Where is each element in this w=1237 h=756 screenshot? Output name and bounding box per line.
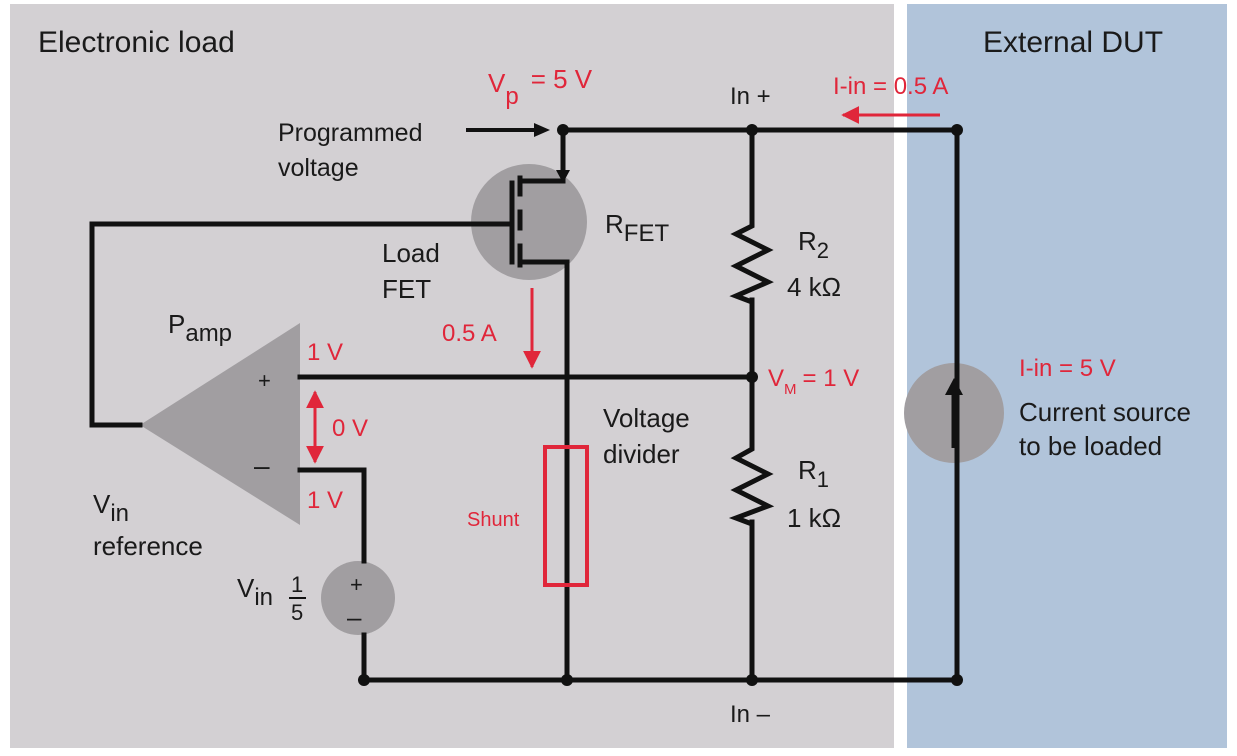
shunt-resistor: [543, 445, 589, 587]
r1-value: 1 kΩ: [787, 503, 841, 533]
in-minus-label: In –: [730, 701, 771, 728]
fet-current-label: 0.5 A: [442, 320, 497, 347]
amp-plus-sign: +: [258, 368, 271, 393]
r1-label: R1: [798, 455, 829, 492]
resistor-r2: [729, 217, 774, 309]
in-plus-label: In +: [730, 83, 771, 110]
wires: [89, 127, 960, 683]
shunt-label: Shunt: [467, 509, 520, 531]
external-dut-title: External DUT: [983, 26, 1163, 59]
minus-input-voltage: 1 V: [307, 487, 343, 514]
vm-label: VM= 1 V: [768, 365, 859, 398]
electronic-load-title: Electronic load: [38, 26, 235, 59]
fraction-numerator: 1: [291, 572, 303, 597]
r2-label: R2: [798, 226, 829, 263]
amplifier-triangle: [140, 323, 300, 525]
source-minus-sign: –: [347, 602, 362, 632]
pamp-label: Pamp: [168, 309, 232, 347]
rfet-label: RFET: [605, 209, 669, 247]
amp-minus-sign: –: [254, 450, 270, 481]
vin-source-label: Vin: [237, 573, 273, 611]
fraction-denominator: 5: [291, 600, 303, 625]
vp-label: Vp= 5 V: [488, 64, 593, 110]
resistor-r1: [728, 440, 775, 531]
fet-drain-arrow: [556, 170, 570, 183]
current-source-value: I-in = 5 V: [1019, 355, 1116, 382]
r2-value: 4 kΩ: [787, 272, 841, 302]
voltage-source-body: [321, 561, 395, 635]
source-plus-sign: +: [350, 572, 363, 597]
input-current-label: I-in = 0.5 A: [833, 73, 948, 100]
differential-voltage: 0 V: [332, 415, 368, 442]
junction-dots: [358, 124, 963, 686]
load-fet-body: [471, 164, 587, 280]
plus-input-voltage: 1 V: [307, 339, 343, 366]
